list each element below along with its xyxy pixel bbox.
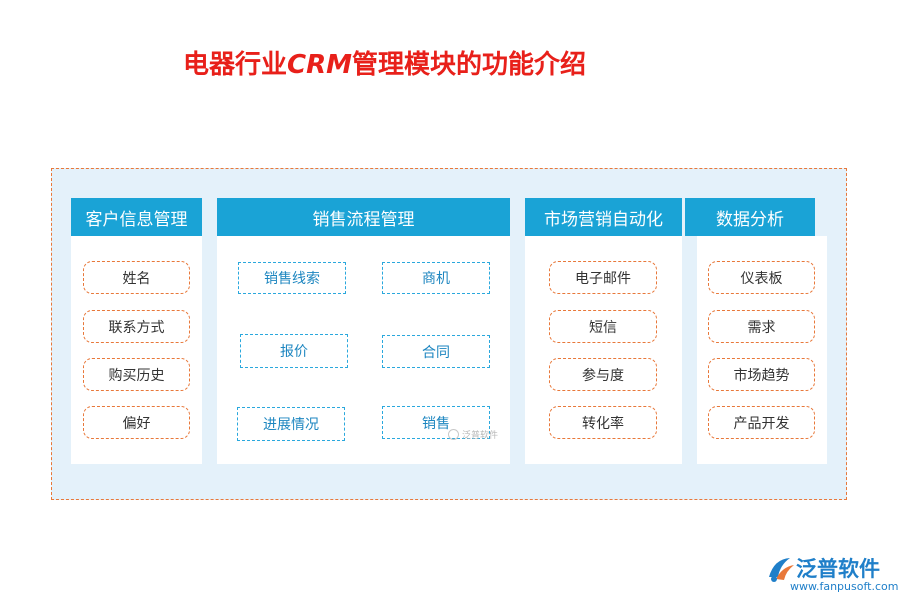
watermark-small: 泛普软件 [448, 428, 498, 441]
header-customer-info: 客户信息管理 [71, 198, 202, 236]
item-email: 电子邮件 [549, 261, 657, 294]
item-sms: 短信 [549, 310, 657, 343]
fanpu-logo-icon [769, 558, 794, 582]
item-name: 姓名 [83, 261, 190, 294]
item-sales: 销售 [382, 406, 490, 439]
header-sales-process: 销售流程管理 [217, 198, 510, 236]
item-conversion-rate: 转化率 [549, 406, 657, 439]
item-sales-leads: 销售线索 [238, 262, 346, 294]
item-demand: 需求 [708, 310, 815, 343]
watermark-small-text: 泛普软件 [462, 431, 499, 441]
title-part-crm: CRM [287, 50, 352, 80]
title-part-industry: 电器行业 [183, 50, 288, 80]
item-opportunity: 商机 [382, 262, 490, 294]
brand-logo: 泛普软件 www.fanpusoft.com [766, 553, 898, 597]
item-contact: 联系方式 [83, 310, 190, 343]
item-purchase-history: 购买历史 [83, 358, 190, 391]
item-preference: 偏好 [83, 406, 190, 439]
item-dashboard: 仪表板 [708, 261, 815, 294]
item-product-development: 产品开发 [708, 406, 815, 439]
page-title: 电器行业CRM管理模块的功能介绍 [183, 44, 586, 81]
title-part-rest: 管理模块的功能介绍 [352, 50, 587, 80]
item-contract: 合同 [382, 335, 490, 368]
logo-brand-text: 泛普软件 [796, 557, 880, 581]
item-progress: 进展情况 [237, 407, 345, 441]
header-marketing-automation: 市场营销自动化 [525, 198, 682, 236]
item-market-trend: 市场趋势 [708, 358, 815, 391]
logo-url-text: www.fanpusoft.com [790, 580, 899, 593]
header-data-analysis: 数据分析 [685, 198, 815, 236]
item-engagement: 参与度 [549, 358, 657, 391]
watermark-logo-icon [448, 429, 459, 440]
item-quotation: 报价 [240, 334, 348, 368]
